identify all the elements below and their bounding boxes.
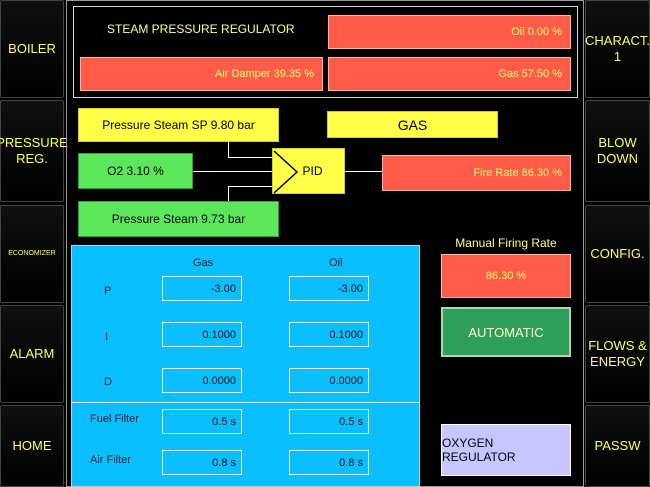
d-label: D: [104, 376, 112, 388]
oxygen-regulator-button[interactable]: OXYGEN REGULATOR: [441, 424, 571, 476]
manual-firing-rate-label: Manual Firing Rate: [455, 236, 557, 250]
i-oil-field[interactable]: 0.1000: [289, 322, 369, 347]
air-filter-oil-field[interactable]: 0.8 s: [289, 450, 369, 475]
fuel-type-display: GAS: [327, 111, 498, 138]
oil-readout: Oil 0.00 %: [328, 15, 571, 49]
p-label: P: [104, 285, 112, 297]
automatic-button[interactable]: AUTOMATIC: [441, 307, 571, 357]
nav-config-button[interactable]: CONFIG.: [585, 205, 650, 303]
air-damper-readout: Air Damper 39.35 %: [80, 57, 323, 91]
connector-line: [228, 142, 229, 158]
tuning-divider: [71, 402, 420, 403]
connector-line: [228, 186, 273, 187]
column-header-gas: Gas: [193, 257, 214, 269]
nav-pressure-reg-button[interactable]: PRESSURE REG.: [0, 100, 68, 202]
fire-rate-readout: Fire Rate 86.30 %: [382, 155, 571, 191]
nav-alarm-button[interactable]: ALARM: [0, 305, 64, 403]
i-label: I: [105, 331, 109, 343]
pid-arrow-icon: [273, 150, 299, 194]
nav-economizer-button[interactable]: ECONOMIZER: [0, 205, 64, 303]
o2-display: O2 3.10 %: [78, 153, 193, 189]
air-filter-label: Air Filter: [90, 454, 131, 466]
nav-home-button[interactable]: HOME: [0, 405, 64, 487]
nav-blowdown-button[interactable]: BLOW DOWN: [585, 100, 650, 202]
manual-firing-rate-input[interactable]: 86.30 %: [441, 254, 571, 298]
setpoint-display: Pressure Steam SP 9.80 bar: [78, 108, 279, 142]
gas-readout: Gas 57.50 %: [328, 57, 571, 91]
nav-boiler-button[interactable]: BOILER: [0, 0, 64, 98]
d-gas-field[interactable]: 0.0000: [162, 368, 242, 393]
column-header-oil: Oil: [329, 257, 343, 269]
fuel-filter-oil-field[interactable]: 0.5 s: [289, 409, 369, 434]
p-oil-field[interactable]: -3.00: [289, 276, 369, 301]
connector-line: [228, 157, 273, 158]
connector-line: [193, 171, 273, 172]
pressure-steam-display: Pressure Steam 9.73 bar: [78, 201, 279, 237]
tuning-panel: [71, 245, 420, 487]
nav-charact-button[interactable]: CHARACT. 1: [585, 0, 650, 98]
nav-password-button[interactable]: PASSW: [585, 405, 650, 487]
pid-block: PID: [272, 148, 345, 194]
nav-flows-energy-button[interactable]: FLOWS & ENERGY: [585, 305, 650, 403]
d-oil-field[interactable]: 0.0000: [289, 368, 369, 393]
p-gas-field[interactable]: -3.00: [162, 276, 242, 301]
fuel-filter-label: Fuel Filter: [90, 413, 139, 425]
air-filter-gas-field[interactable]: 0.8 s: [162, 450, 242, 475]
page-title: STEAM PRESSURE REGULATOR: [107, 22, 295, 36]
fuel-filter-gas-field[interactable]: 0.5 s: [162, 409, 242, 434]
header-panel: [73, 6, 578, 98]
connector-line: [228, 186, 229, 203]
i-gas-field[interactable]: 0.1000: [162, 322, 242, 347]
pid-label: PID: [302, 164, 323, 178]
connector-line: [345, 171, 382, 172]
